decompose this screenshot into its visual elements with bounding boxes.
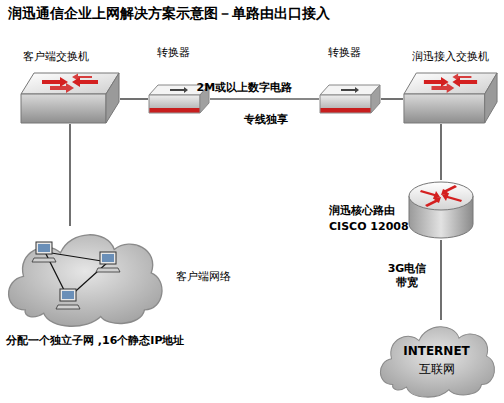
cloud-part — [374, 320, 499, 400]
monitor — [100, 252, 116, 264]
network-node: INTERNET 互联网 — [374, 320, 499, 400]
converter-part — [320, 95, 371, 113]
switch-part — [50, 83, 74, 93]
cloud-part — [9, 235, 162, 326]
node-label: 润迅核心路由 — [329, 204, 395, 218]
node-label: CISCO 12008 — [329, 220, 409, 234]
monitor — [36, 242, 52, 254]
link-label: 2M或以上数字电路 — [197, 81, 293, 95]
router-part — [420, 185, 462, 207]
lan-link — [68, 262, 108, 298]
node-label: INTERNET — [374, 344, 499, 358]
router-part — [425, 197, 441, 207]
switch-icon — [403, 72, 498, 124]
cloud-part — [0, 226, 168, 330]
switch-part — [452, 74, 471, 81]
switch-part — [424, 74, 477, 94]
computer-icon — [96, 252, 120, 272]
link-line — [69, 124, 70, 226]
switch-part — [21, 94, 106, 123]
lan-links — [45, 252, 108, 298]
switch-part — [485, 73, 497, 123]
switch-part — [432, 83, 455, 93]
converter-part — [341, 87, 359, 93]
converter-part — [149, 95, 200, 113]
converter-part — [319, 84, 381, 114]
router-part — [409, 182, 473, 210]
cloud-icon — [0, 226, 168, 330]
node-label: 转换器 — [328, 46, 361, 60]
network-node: 转换器 — [145, 42, 215, 118]
link-line — [440, 240, 441, 320]
link-line — [120, 98, 148, 99]
switch-part — [21, 73, 119, 94]
switch-part — [20, 72, 120, 124]
diagram-title: 润迅通信企业上网解决方案示意图－单路由出口接入 — [8, 5, 330, 23]
network-node: 客户端交换机 — [15, 50, 125, 128]
network-node: 客户端网络 — [0, 226, 250, 330]
converter-part — [371, 85, 380, 113]
switch-part — [42, 77, 68, 87]
switch-part — [403, 72, 498, 124]
switch-icon — [20, 72, 120, 124]
switch-part — [42, 74, 98, 94]
node-label: 互联网 — [374, 362, 499, 376]
network-node: 转换器 — [316, 42, 386, 118]
screen — [102, 254, 114, 262]
router-icon — [407, 180, 475, 240]
keyboard — [56, 305, 80, 309]
computer-icon — [32, 242, 56, 262]
node-label: 客户端网络 — [176, 270, 231, 284]
screen — [38, 244, 50, 252]
switch-part — [106, 73, 119, 123]
router-part — [441, 185, 457, 195]
network-node: 润迅接入交换机 — [398, 50, 502, 128]
converter-part — [150, 108, 200, 113]
link-line — [440, 124, 441, 180]
keyboard — [32, 258, 56, 262]
node-label: 润迅接入交换机 — [412, 50, 489, 64]
screen — [62, 291, 74, 299]
switch-part — [72, 74, 92, 81]
cloud-icon — [374, 320, 499, 400]
switch-part — [404, 73, 497, 94]
switch-part — [424, 77, 449, 87]
note-label: 分配一个独立子网 ,16个静态IP地址 — [6, 334, 184, 348]
converter-part — [321, 108, 371, 113]
node-label: 转换器 — [157, 46, 190, 60]
converter-part — [320, 85, 380, 95]
router-part — [407, 180, 475, 240]
link-label: 3G电信 带宽 — [385, 262, 429, 290]
converter-part — [170, 87, 188, 93]
cloud-part — [380, 327, 494, 397]
lan-link — [45, 252, 108, 262]
converter-icon — [319, 84, 381, 114]
computer-icon — [56, 289, 80, 309]
network-node: 润迅核心路由 CISCO 12008 — [325, 176, 480, 244]
lan-link — [45, 252, 68, 298]
monitor — [60, 289, 76, 301]
link-line — [210, 98, 319, 99]
node-label: 客户端交换机 — [23, 50, 89, 64]
switch-part — [404, 94, 485, 123]
keyboard — [96, 268, 120, 272]
link-line — [381, 98, 403, 99]
note-label: 专线独享 — [244, 113, 288, 127]
